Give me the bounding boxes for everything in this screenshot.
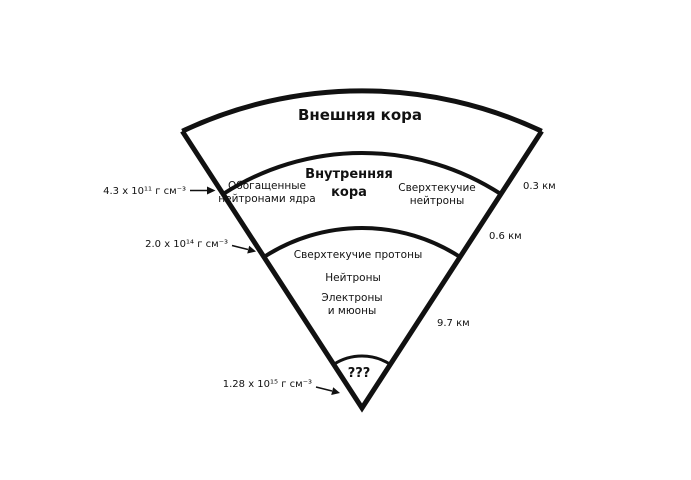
density-arrow-1-head (207, 186, 216, 195)
electrons-muons-label-line1: Электроны (321, 292, 382, 304)
superfluid-neutrons-label-line1: Сверхтекучие (398, 182, 475, 194)
density-label-2: 2.0 x 10¹⁴ г см⁻³ (145, 239, 228, 250)
inner-crust-arc (222, 151, 502, 196)
neutrons-label: Нейтроны (325, 272, 381, 284)
inner-crust-label-line2: кора (331, 185, 367, 200)
outer-crust-arc (181, 88, 543, 134)
density-label-1: 4.3 x 10¹¹ г см⁻³ (103, 186, 186, 197)
density-arrow-2-head (247, 245, 256, 254)
neutron-rich-nuclei-label-line2: нейтронами ядра (218, 193, 315, 205)
depth-label-2: 0.6 км (489, 231, 522, 242)
density-label-3: 1.28 x 10¹⁵ г см⁻³ (223, 379, 312, 390)
neutron-rich-nuclei-label-line1: Обогащенные (228, 180, 306, 192)
density-arrow-2-line (231, 244, 249, 251)
depth-label-3: 9.7 км (437, 318, 470, 329)
density-arrow-3-line (315, 386, 333, 392)
density-arrow-3-head (331, 387, 340, 395)
superfluid-protons-label: Сверхтекучие протоны (294, 249, 422, 261)
unknown-core-label: ??? (348, 366, 371, 381)
core-arc (262, 226, 462, 259)
unknown-core-arc (332, 354, 392, 366)
outer-crust-label: Внешняя кора (298, 106, 422, 124)
inner-crust-label-line1: Внутренняя (305, 167, 393, 182)
depth-label-1: 0.3 км (523, 181, 556, 192)
wedge-edges (180, 129, 544, 413)
electrons-muons-label-line2: и мюоны (328, 305, 377, 317)
superfluid-neutrons-label-line2: нейтроны (410, 195, 465, 207)
